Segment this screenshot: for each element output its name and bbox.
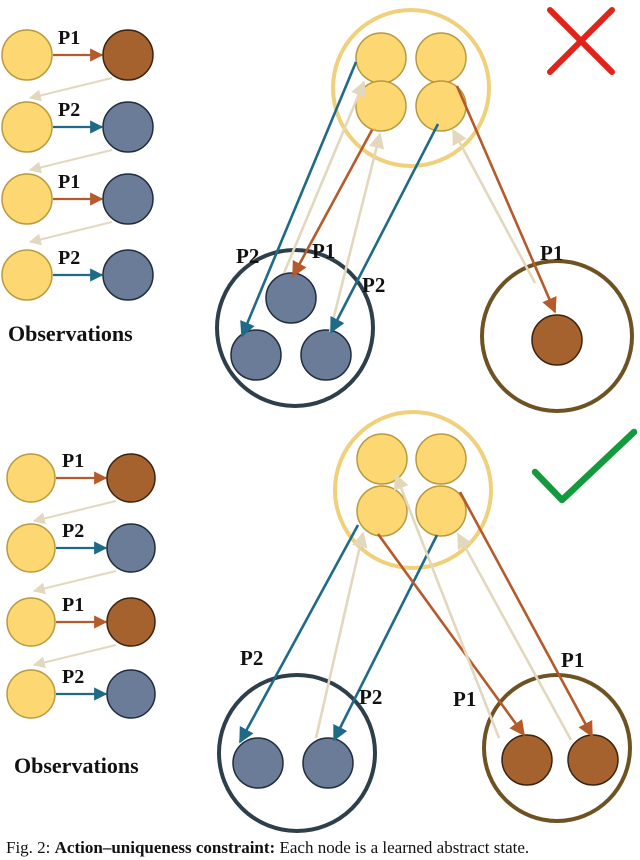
edge-label-p1: P1 [540,241,563,265]
state-node-blue [300,329,352,381]
state-node-brown [531,314,583,366]
edge-label-p1: P1 [312,239,335,263]
caption-bold: Action–uniqueness constraint: [54,838,276,857]
caption-text: Each node is a learned abstract state. [275,838,530,857]
state-node-blue [230,329,282,381]
top-panel: P1 P2 P1 P2 Observations [1,7,634,413]
edge-label-p2: P2 [236,244,259,268]
state-node-blue [232,737,284,789]
obs-node-yellow [6,453,56,503]
obs-node-yellow [1,249,53,301]
caption-prefix: Fig. 2: [6,838,55,857]
arrow-back [456,532,573,741]
arrow-p2 [240,61,358,338]
arrow-back [451,128,537,284]
obs-node-yellow [1,101,53,153]
obs-node-brown [106,597,156,647]
obs-label: P1 [62,450,84,472]
obs-node-blue [102,101,154,153]
state-node-yellow [415,32,467,84]
state-node-yellow [356,433,408,485]
arrow-p2 [329,123,440,334]
state-node-yellow [415,433,467,485]
obs-node-blue [106,523,156,573]
figure-caption: Fig. 2: Action–uniqueness constraint: Ea… [6,838,640,858]
bottom-observations: P1 P2 P1 P2 Observations [6,450,156,778]
obs-back-arrow [32,644,117,669]
cluster-blue [217,673,377,833]
cluster-yellow [333,410,493,570]
edge-label-p2: P2 [240,646,263,670]
obs-node-blue [102,249,154,301]
obs-node-blue [102,173,154,225]
obs-node-yellow [6,523,56,573]
arrow-p1 [458,491,594,738]
arrow-p1 [455,85,557,314]
arrow-p2 [332,534,439,742]
obs-node-brown [106,453,156,503]
state-node-brown [567,734,619,786]
check-icon [531,428,638,504]
state-node-yellow [415,485,467,537]
observations-title: Observations [14,753,139,778]
obs-back-arrow [28,221,113,246]
state-node-yellow [355,32,407,84]
arrow-back [314,531,368,739]
obs-node-yellow [1,29,53,81]
arrow-back [282,80,366,274]
obs-back-arrow [28,149,113,174]
obs-node-yellow [1,173,53,225]
cross-icon [547,7,615,75]
arrow-p2 [238,524,360,744]
obs-back-arrow [32,570,117,595]
state-node-brown [501,734,553,786]
top-observations: P1 P2 P1 P2 Observations [1,27,154,346]
arrow-back [328,132,385,333]
state-node-blue [302,737,354,789]
edge-label-p2: P2 [362,273,385,297]
arrow-back [393,473,501,739]
arrow-p1 [291,129,374,278]
obs-label: P1 [58,171,80,193]
obs-label: P1 [58,27,80,49]
obs-label: P2 [62,520,84,542]
obs-label: P2 [62,666,84,688]
obs-back-arrow [28,77,113,102]
obs-label: P1 [62,594,84,616]
cluster-yellow [331,8,491,168]
obs-node-yellow [6,669,56,719]
edge-label-p1: P1 [453,687,476,711]
edge-label-p2: P2 [359,685,382,709]
state-node-yellow [356,485,408,537]
obs-node-yellow [6,597,56,647]
state-node-blue [265,272,317,324]
obs-node-blue [106,669,156,719]
observations-title: Observations [8,321,133,346]
obs-label: P2 [58,247,80,269]
arrow-p1 [376,533,526,737]
edge-label-p1: P1 [561,648,584,672]
obs-node-brown [102,29,154,81]
bottom-panel: P1 P2 P1 P2 Observations [6,410,638,833]
obs-back-arrow [32,500,117,525]
obs-label: P2 [58,99,80,121]
state-node-yellow [355,80,407,132]
